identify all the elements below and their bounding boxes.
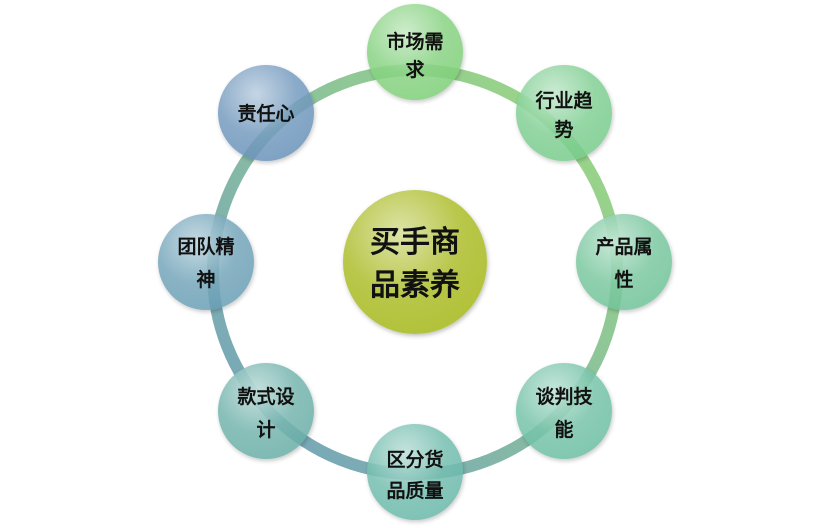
node-industry-trend: 行业趋 势 [516,65,612,161]
center-gloss [343,190,487,334]
center-node: 买手商 品素养 [343,190,487,334]
node-negotiation-skill: 谈判技 能 [516,363,612,459]
node-label-line2: 品质量 [386,480,443,502]
node-label-line1: 责任心 [237,102,294,125]
node-label-line1: 团队精 [177,235,234,258]
node-market-demand: 市场需 求 [367,4,463,100]
node-responsibility: 责任心 [218,65,314,161]
node-team-spirit: 团队精 神 [158,214,254,310]
center-label-line1: 买手商 [370,225,460,260]
node-label-line1: 区分货 [386,448,443,471]
node-label-line2: 神 [196,268,215,291]
node-gloss [576,214,672,310]
node-label-line2: 势 [554,118,573,141]
node-gloss [218,65,314,161]
node-goods-quality: 区分货 品质量 [367,424,463,520]
node-gloss [218,363,314,459]
node-gloss [516,65,612,161]
node-gloss [516,363,612,459]
node-label-line2: 能 [554,418,573,441]
node-label-line2: 性 [614,268,633,291]
node-label-line1: 款式设 [237,385,294,408]
node-label-line1: 谈判技 [535,385,593,408]
node-label-line2: 求 [405,58,425,81]
center-label-line2: 品素养 [370,268,460,303]
node-label-line1: 行业趋 [534,89,593,112]
node-gloss [367,424,463,520]
node-style-design: 款式设 计 [218,363,314,459]
node-gloss [158,214,254,310]
node-product-attribute: 产品属 性 [576,214,672,310]
node-label-line1: 产品属 [595,235,652,258]
node-gloss [367,4,463,100]
node-label-line1: 市场需 [386,30,443,53]
node-label-line2: 计 [256,419,275,441]
